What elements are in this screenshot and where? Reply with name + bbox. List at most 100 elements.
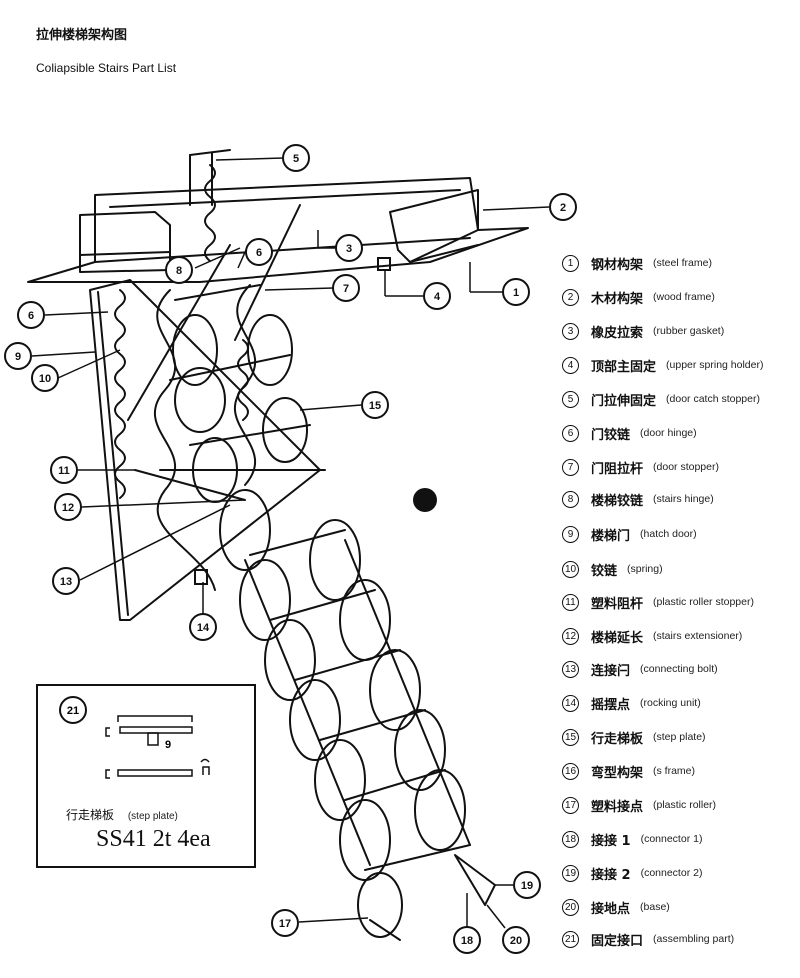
callout-5 [423, 282, 451, 310]
legend-cn: 摇摆点 [591, 697, 631, 713]
inset-label-en: (step plate) [127, 811, 178, 822]
callout-3-text: 3 [346, 243, 352, 255]
legend-number: 17 [562, 796, 579, 814]
legend-en: (rocking unit) [640, 697, 701, 709]
right-spring [237, 339, 249, 421]
callout-17-text: 17 [279, 918, 291, 930]
legend-en: (connector 1) [640, 833, 703, 845]
right-steel-bracket [389, 189, 479, 263]
callout-9 [4, 342, 32, 370]
legend-number: 14 [562, 694, 579, 712]
legend-en: (base) [640, 901, 670, 913]
callout-19 [513, 871, 541, 899]
legend-cn: 门阻拉杆 [591, 461, 644, 477]
legend-cn: 顶部主固定 [591, 359, 657, 375]
callout-20 [502, 926, 530, 954]
legend-en: (connecting bolt) [640, 663, 718, 675]
title-chinese: 拉伸楼梯架构图 [36, 28, 128, 43]
upper-spring [204, 164, 216, 262]
hatch-door [89, 279, 321, 621]
legend-number: 3 [562, 322, 579, 340]
callout-4 [282, 144, 310, 172]
legend-number: 9 [562, 525, 579, 543]
legend-item: 21 固定接口 (assembling part) [562, 928, 734, 950]
legend-number: 21 [562, 930, 579, 948]
callout-6b-text: 6 [256, 247, 262, 259]
legend-en: (assembling part) [653, 933, 735, 945]
legend-number: 1 [562, 254, 579, 272]
legend-en: (plastic roller) [653, 799, 717, 811]
inset-label: 行走梯板 (step plate) [66, 806, 178, 823]
legend-en: (door hinge) [640, 427, 697, 439]
inset-spec: SS41 2t 4ea [96, 826, 211, 852]
legend-cn: 橡皮拉索 [591, 325, 644, 341]
legend-en: (step plate) [653, 731, 706, 743]
legend-cn: 行走梯板 [591, 731, 644, 747]
legend-cn: 楼梯铰链 [591, 493, 644, 509]
callout-11-text: 11 [58, 465, 70, 477]
callout-14 [189, 613, 217, 641]
callout-12 [54, 493, 82, 521]
callout-13 [52, 567, 80, 595]
legend-cn: 钢材构架 [591, 257, 644, 273]
legend-number: 5 [562, 390, 579, 408]
legend-item: 8 楼梯铰链 (stairs hinge) [562, 488, 714, 510]
legend-en: (s frame) [653, 765, 696, 777]
legend-cn: 铰链 [591, 563, 618, 579]
legend-en: (connector 2) [640, 867, 703, 879]
callout-7 [332, 274, 360, 302]
callout-14-text: 14 [197, 622, 210, 634]
legend-en: (plastic roller stopper) [653, 596, 754, 608]
legend-en: (hatch door) [640, 528, 697, 540]
callout-7-text: 7 [343, 283, 349, 295]
callout-18-text: 18 [461, 935, 473, 947]
callout-2 [549, 193, 577, 221]
callout-12-text: 12 [62, 502, 74, 514]
callout-1-text: 1 [513, 287, 519, 299]
callout-18 [453, 926, 481, 954]
callout-19-text: 19 [521, 880, 533, 892]
legend-number: 12 [562, 627, 579, 645]
title-english: Coliapsible Stairs Part List [36, 61, 177, 75]
legend-en: (upper spring holder) [666, 359, 764, 371]
left-wood-block [79, 211, 171, 273]
legend-en: (rubber gasket) [653, 325, 725, 337]
legend-en: (steel frame) [653, 257, 712, 269]
callout-15-text: 15 [369, 400, 381, 412]
legend-cn: 接接 2 [591, 867, 631, 883]
legend-number: 16 [562, 762, 579, 780]
legend-en: (door catch stopper) [666, 393, 760, 405]
callout-4-text: 5 [293, 153, 299, 165]
callout-15 [361, 391, 389, 419]
legend-cn: 接接 1 [591, 833, 631, 849]
legend-number: 15 [562, 728, 579, 746]
callout-10-text: 10 [39, 373, 51, 385]
callout-1 [502, 278, 530, 306]
legend-en: (stairs hinge) [653, 493, 714, 505]
callout-11 [50, 456, 78, 484]
callout-6a [17, 301, 45, 329]
legend-number: 7 [562, 458, 579, 476]
legend-en: (door stopper) [653, 461, 719, 473]
legend-number: 8 [562, 490, 579, 508]
left-door-spring [114, 289, 126, 499]
callout-6b [245, 238, 273, 266]
legend-en: (stairs extensioner) [653, 630, 743, 642]
inset-box: 21 9 [36, 684, 256, 868]
ceiling-frame [27, 177, 529, 283]
inset-callout-21-text: 21 [67, 705, 79, 717]
legend-cn: 固定接口 [591, 933, 644, 949]
legend-cn: 塑料接点 [591, 799, 644, 815]
callout-8 [165, 256, 193, 284]
legend-number: 6 [562, 424, 579, 442]
callout-2-text: 2 [560, 202, 566, 214]
